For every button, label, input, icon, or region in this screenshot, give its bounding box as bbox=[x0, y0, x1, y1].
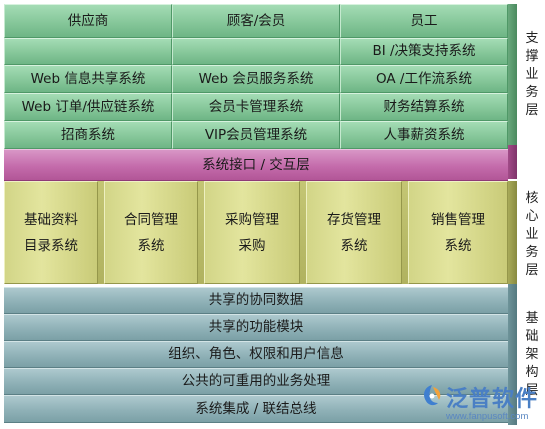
support-cell-label: Web 会员服务系统 bbox=[198, 70, 314, 87]
core-module-line2: 采购 bbox=[238, 237, 266, 254]
support-cell-label: Web 订单/供应链系统 bbox=[21, 98, 155, 115]
logo-url: www.fanpusoft.com bbox=[446, 411, 529, 422]
support-cell-label: 员工 bbox=[410, 12, 438, 29]
base-row-integration-bus: 系统集成 / 联结总线 bbox=[4, 395, 508, 423]
support-cell-oa-workflow: OA /工作流系统 bbox=[340, 65, 508, 93]
core-module-line1: 基础资料 bbox=[24, 211, 78, 228]
support-cell-label: VIP会员管理系统 bbox=[204, 126, 308, 143]
fanpusoft-logo-icon bbox=[424, 385, 441, 406]
support-cell-investment: 招商系统 bbox=[4, 121, 172, 149]
logo-text: 泛普软件 bbox=[446, 387, 539, 412]
core-module-basic-data: 基础资料 目录系统 bbox=[4, 181, 98, 284]
support-layer-side bbox=[508, 4, 517, 145]
support-cell-label: 人事薪资系统 bbox=[383, 126, 465, 143]
core-module-line1: 存货管理 bbox=[327, 211, 381, 228]
base-row-shared-modules: 共享的功能模块 bbox=[4, 314, 508, 341]
base-row-label: 组织、角色、权限和用户信息 bbox=[168, 346, 344, 363]
support-cell-label: OA /工作流系统 bbox=[376, 70, 472, 87]
core-module-line2: 系统 bbox=[137, 237, 165, 254]
core-module-line2: 目录系统 bbox=[24, 237, 78, 254]
support-cell-bi-decision: BI /决策支持系统 bbox=[340, 38, 508, 65]
core-module-inventory: 存货管理 系统 bbox=[306, 181, 402, 284]
support-cell-label: 供应商 bbox=[67, 12, 109, 29]
core-module-line2: 系统 bbox=[340, 237, 368, 254]
core-module-contract: 合同管理 系统 bbox=[104, 181, 198, 284]
core-layer-side bbox=[508, 181, 517, 284]
base-row-reusable-processing: 公共的可重用的业务处理 bbox=[4, 368, 508, 395]
support-cell-label: BI /决策支持系统 bbox=[372, 43, 476, 60]
support-cell-label: 顾客/会员 bbox=[226, 12, 286, 29]
core-module-line1: 采购管理 bbox=[225, 211, 279, 228]
support-cell-label: 会员卡管理系统 bbox=[208, 98, 304, 115]
support-cell-vip-member: VIP会员管理系统 bbox=[172, 121, 340, 149]
base-row-label: 共享的功能模块 bbox=[208, 319, 304, 336]
base-row-org-permissions: 组织、角色、权限和用户信息 bbox=[4, 341, 508, 368]
support-cell-label: Web 信息共享系统 bbox=[30, 70, 146, 87]
support-cell-finance-settlement: 财务结算系统 bbox=[340, 93, 508, 121]
core-module-sales: 销售管理 系统 bbox=[408, 181, 508, 284]
base-layer-side bbox=[508, 284, 517, 425]
core-module-line1: 合同管理 bbox=[124, 211, 178, 228]
base-row-shared-data: 共享的协同数据 bbox=[4, 287, 508, 314]
support-cell-employee-header: 员工 bbox=[340, 4, 508, 38]
interface-layer-label: 系统接口 / 交互层 bbox=[202, 156, 310, 173]
fanpusoft-logo: 泛普软件 www.fanpusoft.com bbox=[420, 381, 540, 425]
core-module-line1: 销售管理 bbox=[431, 211, 485, 228]
side-label-core-layer: 核 心 业 务 层 bbox=[525, 191, 539, 278]
support-cell-web-info-share: Web 信息共享系统 bbox=[4, 65, 172, 93]
core-module-line2: 系统 bbox=[444, 237, 472, 254]
support-cell-hr-payroll: 人事薪资系统 bbox=[340, 121, 508, 149]
interface-layer-side bbox=[508, 145, 517, 179]
base-row-label: 共享的协同数据 bbox=[208, 292, 304, 309]
support-cell-label: 招商系统 bbox=[61, 126, 115, 143]
side-label-base-layer: 基 础 架 构 层 bbox=[525, 311, 539, 398]
base-row-label: 公共的可重用的业务处理 bbox=[181, 373, 331, 390]
support-cell-web-order-supply-chain: Web 订单/供应链系统 bbox=[4, 93, 172, 121]
interface-layer-bar: 系统接口 / 交互层 bbox=[4, 149, 508, 181]
support-cell-empty bbox=[172, 38, 340, 65]
core-module-purchase: 采购管理 采购 bbox=[204, 181, 300, 284]
support-cell-web-member-service: Web 会员服务系统 bbox=[172, 65, 340, 93]
support-cell-supplier-header: 供应商 bbox=[4, 4, 172, 38]
support-cell-label: 财务结算系统 bbox=[383, 98, 465, 115]
base-row-label: 系统集成 / 联结总线 bbox=[195, 400, 317, 417]
support-cell-empty bbox=[4, 38, 172, 65]
side-label-support-layer: 支 撑 业 务 层 bbox=[525, 31, 539, 118]
support-cell-member-card: 会员卡管理系统 bbox=[172, 93, 340, 121]
support-cell-customer-header: 顾客/会员 bbox=[172, 4, 340, 38]
